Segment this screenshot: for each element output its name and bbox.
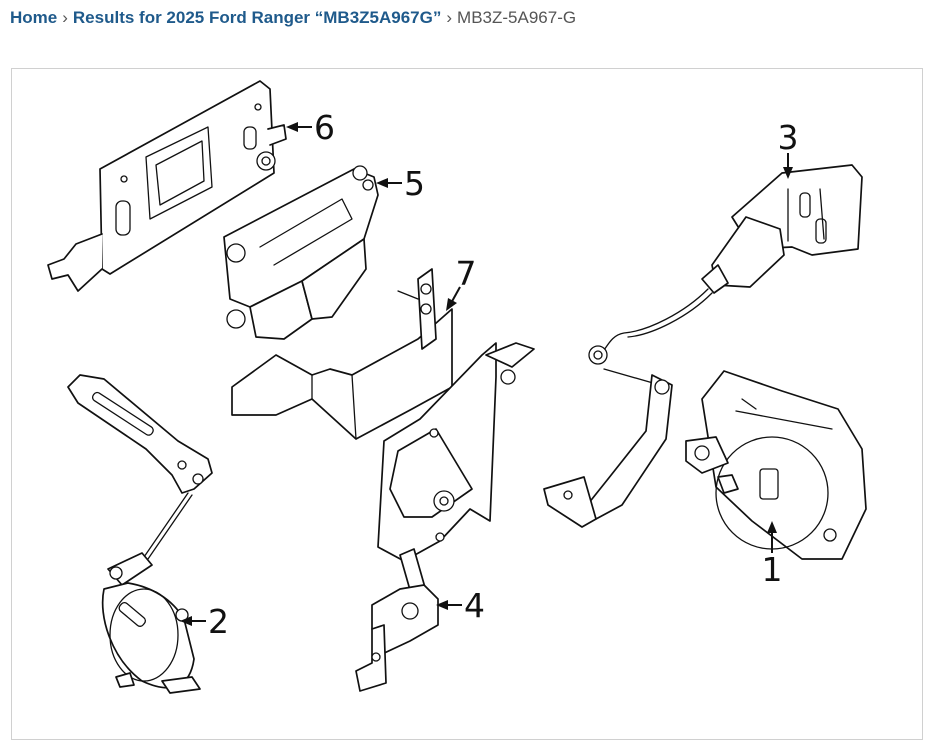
callout-3: 3 xyxy=(778,118,799,179)
svg-text:7: 7 xyxy=(456,254,477,293)
callout-1: 1 xyxy=(762,521,783,589)
breadcrumb-current-part: MB3Z-5A967-G xyxy=(457,8,577,27)
callout-2: 2 xyxy=(180,602,229,641)
breadcrumb-home-link[interactable]: Home xyxy=(10,8,58,27)
svg-text:1: 1 xyxy=(762,550,783,589)
part-7-support[interactable] xyxy=(231,268,453,440)
part-3-sensor[interactable] xyxy=(543,164,863,528)
svg-text:5: 5 xyxy=(404,164,425,203)
callout-5: 5 xyxy=(376,164,425,203)
callout-7: 7 xyxy=(446,254,477,311)
part-5-module[interactable] xyxy=(223,165,379,340)
part-1-sensor-housing[interactable] xyxy=(685,370,867,560)
svg-text:6: 6 xyxy=(314,108,335,147)
parts-diagram-illustration: 1 2 3 4 5 6 7 xyxy=(47,80,867,694)
breadcrumb: Home›Results for 2025 Ford Ranger “MB3Z5… xyxy=(10,7,576,29)
parts-diagram: 1 2 3 4 5 6 7 xyxy=(11,68,923,740)
breadcrumb-separator: › xyxy=(446,8,453,27)
breadcrumb-separator: › xyxy=(62,8,68,27)
part-6-bracket[interactable] xyxy=(47,80,287,292)
part-4-center-bracket[interactable] xyxy=(355,342,535,692)
callout-6: 6 xyxy=(286,108,335,147)
breadcrumb-results-link[interactable]: Results for 2025 Ford Ranger “MB3Z5A967G… xyxy=(72,8,442,27)
svg-text:4: 4 xyxy=(464,586,485,625)
svg-text:3: 3 xyxy=(778,118,799,157)
callout-4: 4 xyxy=(436,586,485,625)
svg-text:2: 2 xyxy=(208,602,229,641)
part-2-level-sensor[interactable] xyxy=(67,374,213,694)
